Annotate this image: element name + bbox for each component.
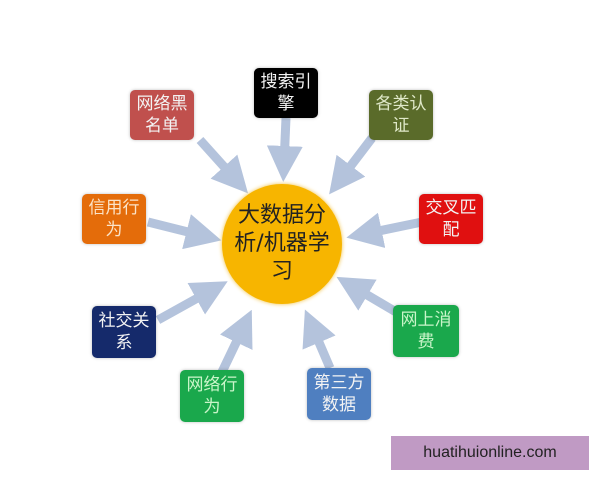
arrow-social bbox=[155, 281, 228, 324]
node-label: 信用行为 bbox=[88, 198, 140, 240]
center-node: 大数据分析/机器学习 bbox=[222, 184, 342, 304]
node-network-behavior: 网络行为 bbox=[180, 370, 244, 422]
node-label: 搜索引擎 bbox=[260, 72, 312, 114]
node-certification: 各类认证 bbox=[369, 90, 433, 140]
node-label: 第三方数据 bbox=[313, 373, 365, 415]
node-label: 网络行为 bbox=[186, 375, 238, 417]
arrow-online-consume bbox=[336, 276, 399, 316]
arrow-search bbox=[266, 117, 303, 182]
node-online-consumption: 网上消费 bbox=[393, 305, 459, 357]
node-label: 各类认证 bbox=[375, 94, 427, 136]
arrow-blacklist bbox=[196, 136, 249, 194]
node-social-relation: 社交关系 bbox=[92, 306, 156, 358]
node-credit-behavior: 信用行为 bbox=[82, 194, 146, 244]
arrow-credit bbox=[146, 214, 222, 250]
node-third-party-data: 第三方数据 bbox=[307, 368, 371, 420]
arrow-cross bbox=[346, 212, 423, 248]
arrow-cert bbox=[329, 135, 376, 195]
node-label: 社交关系 bbox=[98, 311, 150, 353]
node-cross-match: 交叉匹配 bbox=[419, 194, 483, 244]
node-search-engine: 搜索引擎 bbox=[254, 68, 318, 118]
center-label: 大数据分析/机器学习 bbox=[234, 203, 330, 284]
arrow-network bbox=[217, 309, 253, 374]
node-label: 网上消费 bbox=[400, 310, 452, 352]
arrow-thirdparty bbox=[302, 309, 336, 370]
node-label: 交叉匹配 bbox=[425, 198, 477, 240]
node-label: 网络黑名单 bbox=[136, 94, 188, 136]
node-blacklist: 网络黑名单 bbox=[130, 90, 194, 140]
watermark: huatihuionline.com bbox=[391, 436, 589, 470]
